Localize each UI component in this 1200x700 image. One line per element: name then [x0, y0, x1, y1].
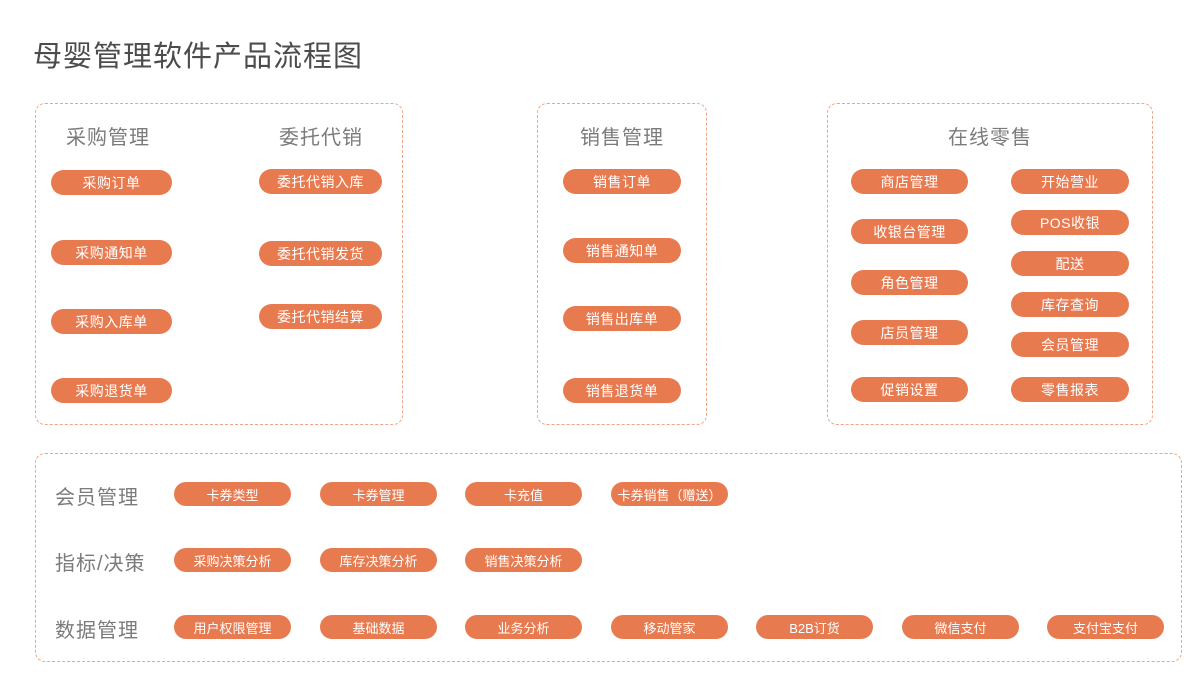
section-header-consignment: 委托代销	[279, 127, 363, 149]
node-sales-order: 销售订单	[563, 169, 681, 194]
node-consignment-inbound: 委托代销入库	[259, 169, 382, 194]
node-basic-data: 基础数据	[320, 615, 437, 639]
node-business-analysis: 业务分析	[465, 615, 582, 639]
row-label-indicators-decision: 指标/决策	[55, 553, 146, 575]
node-card-sales-gift: 卡券销售（赠送）	[611, 482, 728, 506]
node-open-business: 开始营业	[1011, 169, 1129, 194]
node-sales-return: 销售退货单	[563, 378, 681, 403]
node-sales-notice: 销售通知单	[563, 238, 681, 263]
node-card-recharge: 卡充值	[465, 482, 582, 506]
node-user-permission-management: 用户权限管理	[174, 615, 291, 639]
page-title: 母婴管理软件产品流程图	[33, 41, 364, 73]
node-delivery: 配送	[1011, 251, 1129, 276]
node-inventory-query: 库存查询	[1011, 292, 1129, 317]
node-pos-cashier: POS收银	[1011, 210, 1129, 235]
node-role-management: 角色管理	[851, 270, 968, 295]
node-mobile-manager: 移动管家	[611, 615, 728, 639]
node-card-type: 卡券类型	[174, 482, 291, 506]
node-consignment-shipping: 委托代销发货	[259, 241, 382, 266]
node-alipay-pay: 支付宝支付	[1047, 615, 1164, 639]
node-wechat-pay: 微信支付	[902, 615, 1019, 639]
row-label-member-management: 会员管理	[55, 487, 139, 509]
group-online-retail: 在线零售 商店管理 收银台管理 角色管理 店员管理 促销设置 开始营业 POS收…	[827, 103, 1153, 425]
node-purchase-decision-analysis: 采购决策分析	[174, 548, 291, 572]
group-sales: 销售管理 销售订单 销售通知单 销售出库单 销售退货单	[537, 103, 707, 425]
node-card-management: 卡券管理	[320, 482, 437, 506]
group-purchase-consignment: 采购管理 委托代销 采购订单 采购通知单 采购入库单 采购退货单 委托代销入库 …	[35, 103, 403, 425]
node-consignment-settlement: 委托代销结算	[259, 304, 382, 329]
node-member-management: 会员管理	[1011, 332, 1129, 357]
node-purchase-return: 采购退货单	[51, 378, 172, 403]
row-label-data-management: 数据管理	[55, 620, 139, 642]
node-purchase-notice: 采购通知单	[51, 240, 172, 265]
node-b2b-ordering: B2B订货	[756, 615, 873, 639]
node-sales-outbound: 销售出库单	[563, 306, 681, 331]
node-promotion-settings: 促销设置	[851, 377, 968, 402]
group-bottom: 会员管理 卡券类型 卡券管理 卡充值 卡券销售（赠送） 指标/决策 采购决策分析…	[35, 453, 1182, 662]
node-inventory-decision-analysis: 库存决策分析	[320, 548, 437, 572]
section-header-sales: 销售管理	[580, 127, 664, 149]
node-purchase-inbound: 采购入库单	[51, 309, 172, 334]
node-cashier-management: 收银台管理	[851, 219, 968, 244]
node-retail-report: 零售报表	[1011, 377, 1129, 402]
node-clerk-management: 店员管理	[851, 320, 968, 345]
node-sales-decision-analysis: 销售决策分析	[465, 548, 582, 572]
section-header-purchase: 采购管理	[66, 127, 150, 149]
node-purchase-order: 采购订单	[51, 170, 172, 195]
node-store-management: 商店管理	[851, 169, 968, 194]
section-header-online-retail: 在线零售	[948, 127, 1032, 149]
